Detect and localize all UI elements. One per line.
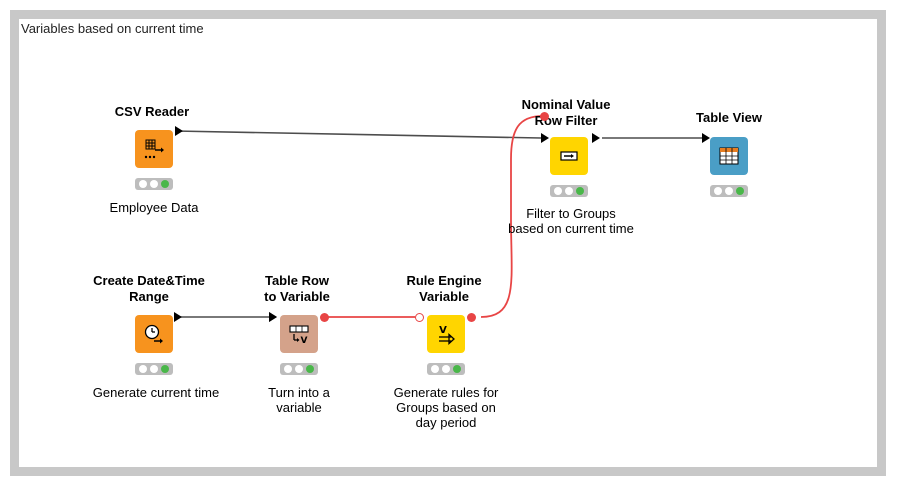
node-title-create-date-time: Create Date&Time Range — [93, 273, 205, 305]
status-light — [554, 187, 563, 195]
node-csv-reader[interactable] — [135, 130, 173, 168]
node-description-line: based on current time — [508, 221, 634, 236]
node-title-line: Table Row — [264, 273, 330, 288]
variable-output-port[interactable] — [467, 313, 476, 322]
annotation-title: Variables based on current time — [21, 21, 204, 36]
node-title-csv-reader: CSV Reader — [114, 104, 190, 119]
node-description-line: day period — [415, 415, 477, 430]
table-view-icon — [719, 147, 739, 165]
status-light — [441, 365, 450, 373]
node-title-rule-engine-variable: Rule Engine Variable — [406, 273, 481, 305]
node-create-date-time-range[interactable] — [135, 315, 173, 353]
node-description-table-row-to-variable: Turn into a variable — [268, 385, 330, 415]
node-status — [135, 178, 173, 190]
node-description-line: Turn into a — [268, 385, 330, 400]
variable-link-rule-to-filter[interactable] — [480, 115, 544, 318]
node-rule-engine-variable[interactable]: V — [427, 315, 465, 353]
variable-output-port[interactable] — [320, 313, 329, 322]
workflow-canvas[interactable]: Variables based on current time CSV Read… — [19, 19, 877, 467]
status-light — [139, 365, 148, 373]
node-title-line: to Variable — [264, 289, 330, 304]
status-light-ok — [305, 365, 314, 373]
node-title-table-view: Table View — [696, 110, 762, 125]
node-status — [710, 185, 748, 197]
node-title-nominal-filter: Nominal Value Row Filter — [522, 97, 611, 129]
workflow-frame: Variables based on current time CSV Read… — [10, 10, 886, 476]
data-link-csv-to-filter[interactable] — [174, 130, 542, 139]
status-light — [149, 180, 158, 188]
node-title-line: Range — [129, 289, 169, 304]
status-light — [714, 187, 723, 195]
node-status — [135, 363, 173, 375]
node-nominal-value-row-filter[interactable] — [550, 137, 588, 175]
node-table-view[interactable] — [710, 137, 748, 175]
node-description-csv-reader: Employee Data — [109, 200, 199, 215]
node-title-line: Create Date&Time — [93, 273, 205, 288]
variable-input-port[interactable] — [540, 112, 549, 121]
table-reader-icon — [144, 139, 164, 159]
node-description-line: variable — [276, 400, 322, 415]
output-port[interactable] — [175, 126, 183, 136]
link-arrow — [541, 133, 549, 143]
status-light-ok — [160, 365, 169, 373]
node-status — [427, 363, 465, 375]
status-light — [149, 365, 158, 373]
node-description-nominal-filter: Filter to Groups based on current time — [508, 206, 634, 236]
status-light-ok — [452, 365, 461, 373]
status-light — [724, 187, 733, 195]
node-description-line: Filter to Groups — [526, 206, 616, 221]
node-table-row-to-variable[interactable]: V — [280, 315, 318, 353]
status-light — [139, 180, 148, 188]
status-light — [284, 365, 293, 373]
output-port[interactable] — [592, 133, 600, 143]
node-description-line: Generate rules for — [393, 385, 499, 400]
output-port[interactable] — [174, 312, 182, 322]
variable-input-port[interactable] — [415, 313, 424, 322]
row-to-variable-icon: V — [289, 325, 309, 346]
node-status — [550, 185, 588, 197]
clock-icon — [144, 324, 163, 344]
status-light — [431, 365, 440, 373]
status-light-ok — [160, 180, 169, 188]
link-arrow — [702, 133, 710, 143]
filter-icon — [560, 151, 578, 161]
node-description-create-date-time: Generate current time — [92, 385, 220, 400]
connection-layer — [174, 115, 710, 322]
status-light — [294, 365, 303, 373]
status-light-ok — [735, 187, 744, 195]
node-title-line: Row Filter — [534, 113, 598, 128]
rule-variable-icon: V — [439, 325, 455, 345]
node-title-line: Rule Engine — [406, 273, 482, 288]
input-port[interactable] — [269, 312, 277, 322]
node-description-rule-engine-variable: Generate rules for Groups based on day p… — [394, 385, 499, 430]
svg-text:V: V — [301, 336, 308, 346]
status-light-ok — [575, 187, 584, 195]
svg-text:V: V — [439, 325, 447, 336]
node-title-line: Variable — [419, 289, 469, 304]
node-description-line: Groups based on — [396, 400, 496, 415]
node-status — [280, 363, 318, 375]
node-title-line: Nominal Value — [521, 97, 611, 112]
node-title-table-row-to-variable: Table Row to Variable — [264, 273, 330, 305]
status-light — [564, 187, 573, 195]
